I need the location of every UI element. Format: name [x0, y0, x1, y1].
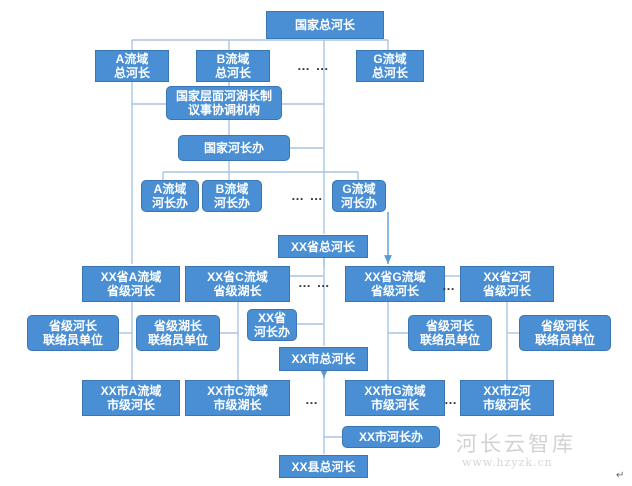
basin-b-chief-box: B流域 总河长 [196, 50, 270, 82]
province-g-chief-box: XX省G流域 省级河长 [345, 266, 445, 302]
basin-b-chief-label: B流域 总河长 [214, 52, 251, 80]
basin-g-chief-box: G流域 总河长 [356, 50, 424, 82]
province-river-liaison-1-label: 省级河长 联络员单位 [42, 319, 103, 347]
city-chief-box: XX市总河长 [279, 347, 368, 371]
city-chief-label: XX市总河长 [291, 352, 356, 366]
city-c-chief-box: XX市C流域 市级湖长 [185, 380, 290, 416]
province-a-chief-label: XX省A流域 省级河长 [100, 270, 162, 298]
city-g-chief-box: XX市G流域 市级河长 [345, 380, 445, 416]
province-c-chief-label: XX省C流域 省级湖长 [207, 270, 268, 298]
national-coord-box: 国家层面河湖长制 议事协调机构 [166, 86, 282, 120]
province-a-chief-box: XX省A流域 省级河长 [82, 266, 180, 302]
province-river-liaison-3-box: 省级河长 联络员单位 [519, 315, 611, 351]
province-lake-liaison-label: 省级湖长 联络员单位 [147, 319, 208, 347]
city-g-chief-label: XX市G流域 市级河长 [364, 384, 426, 412]
national-coord-label: 国家层面河湖长制 议事协调机构 [175, 89, 272, 117]
province-lake-liaison-box: 省级湖长 联络员单位 [136, 315, 220, 351]
city-z-chief-label: XX市Z河 市级河长 [482, 384, 531, 412]
county-chief-box: XX县总河长 [279, 455, 368, 478]
city-a-chief-label: XX市A流域 市级河长 [100, 384, 162, 412]
basin-a-office-label: A流域 河长办 [151, 182, 188, 210]
province-river-liaison-2-box: 省级河长 联络员单位 [408, 315, 492, 351]
paragraph-mark: ↵ [616, 470, 625, 481]
province-river-liaison-1-box: 省级河长 联络员单位 [27, 315, 119, 351]
province-g-chief-label: XX省G流域 省级河长 [364, 270, 426, 298]
national-office-box: 国家河长办 [178, 135, 290, 161]
province-c-chief-box: XX省C流域 省级湖长 [185, 266, 290, 302]
city-z-chief-box: XX市Z河 市级河长 [460, 380, 554, 416]
province-river-liaison-2-label: 省级河长 联络员单位 [419, 319, 480, 347]
city-a-chief-box: XX市A流域 市级河长 [82, 380, 180, 416]
basin-a-office-box: A流域 河长办 [141, 180, 199, 212]
watermark-title: 河长云智库 [456, 432, 576, 456]
national-chief-label: 国家总河长 [294, 18, 355, 32]
province-chief-label: XX省总河长 [290, 239, 355, 254]
province-river-liaison-3-label: 省级河长 联络员单位 [534, 319, 595, 347]
watermark-url: www.hzyzk.cn [462, 456, 553, 469]
city-ellipsis-2: … [444, 392, 458, 407]
basin-g-chief-label: G流域 总河长 [371, 52, 408, 80]
national-office-label: 国家河长办 [203, 141, 264, 155]
province-z-chief-label: XX省Z河 省级河长 [482, 270, 531, 298]
city-c-chief-label: XX市C流域 市级湖长 [207, 384, 268, 412]
county-chief-label: XX县总河长 [291, 459, 356, 474]
province-ellipsis: … … [298, 275, 331, 290]
basin-g-office-box: G流域 河长办 [332, 180, 386, 212]
province-office-label: XX省 河长办 [253, 311, 290, 339]
province-z-chief-box: XX省Z河 省级河长 [460, 266, 554, 302]
basin-b-office-label: B流域 河长办 [213, 182, 250, 210]
basin-a-chief-label: A流域 总河长 [113, 52, 150, 80]
basin-office-ellipsis: … … [291, 188, 324, 203]
city-office-box: XX市河长办 [342, 426, 440, 448]
national-chief-box: 国家总河长 [266, 11, 384, 39]
basin-b-office-box: B流域 河长办 [202, 180, 262, 212]
basin-a-chief-box: A流域 总河长 [95, 50, 169, 82]
city-office-label: XX市河长办 [358, 430, 423, 444]
province-chief-box: XX省总河长 [278, 235, 368, 258]
province-ellipsis-2: … [442, 278, 456, 293]
city-ellipsis: … [305, 392, 319, 407]
basin-g-office-label: G流域 河长办 [340, 182, 377, 210]
province-office-box: XX省 河长办 [247, 309, 297, 341]
basin-chief-ellipsis: … … [297, 58, 330, 73]
